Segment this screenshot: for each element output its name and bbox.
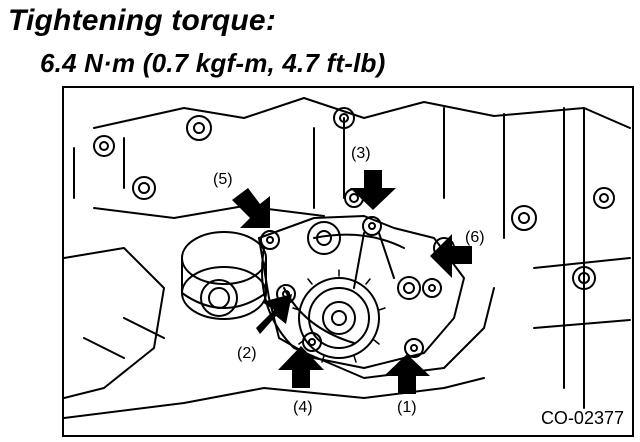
water-pump-illustration: (3) (5) (6) (2) (4) (1) CO-02377: [62, 86, 634, 437]
arrow-3: [350, 170, 396, 210]
arrow-5: [232, 188, 270, 228]
engine-drawing: [64, 97, 631, 419]
arrow-2: [256, 294, 292, 334]
arrow-6: [430, 234, 472, 278]
callout-2: (2): [236, 345, 258, 362]
callout-4: (4): [292, 399, 314, 416]
arrow-1: [384, 354, 430, 394]
callout-5: (5): [212, 171, 234, 188]
torque-value: 6.4 N·m (0.7 kgf-m, 4.7 ft-lb): [40, 48, 386, 78]
callout-3: (3): [350, 145, 372, 162]
callout-6: (6): [464, 229, 486, 246]
callout-1: (1): [396, 399, 418, 416]
figure-code: CO-02377: [540, 408, 624, 428]
arrow-group: [232, 170, 472, 394]
arrow-4: [278, 346, 324, 388]
torque-heading: Tightening torque:: [8, 4, 277, 37]
